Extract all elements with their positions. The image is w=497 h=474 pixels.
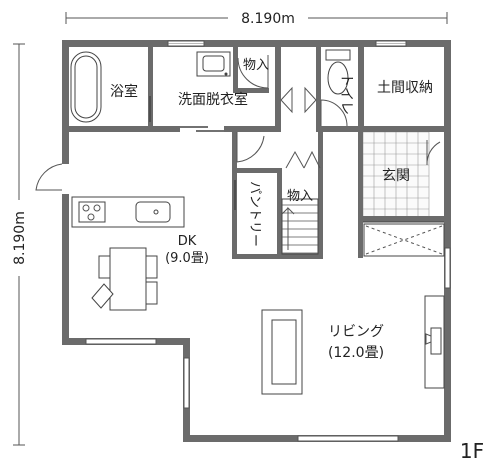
dimension-top: 8.190m: [65, 9, 448, 27]
label-storage2: 物入: [287, 189, 313, 204]
label-living-size: (12.0畳): [328, 345, 384, 361]
staircase: [281, 198, 319, 255]
dining-table: [109, 247, 147, 311]
dining-chair: [145, 255, 158, 279]
door-storage1: [237, 55, 269, 89]
window-living-bottom: [297, 435, 399, 442]
label-earthen-storage: 土間収納: [377, 80, 433, 96]
doors: [35, 55, 441, 210]
window-dk-bottom: [85, 338, 157, 345]
label-dk-size: (9.0畳): [165, 251, 209, 266]
dining-chair: [145, 281, 158, 305]
door-storage2: [285, 150, 321, 169]
label-washroom: 洗面脱衣室: [178, 91, 248, 108]
dimension-left: 8.190m: [10, 43, 28, 446]
dining-chair: [91, 283, 114, 309]
window-living-left: [183, 357, 190, 409]
dimension-top-label: 8.190m: [241, 11, 295, 27]
door-hall: [236, 132, 265, 163]
dining-chair: [98, 255, 111, 279]
windows: [85, 40, 451, 442]
door-toilet: [320, 99, 348, 127]
dimension-left-label: 8.190m: [12, 211, 28, 265]
label-bath: 浴室: [110, 83, 138, 100]
sink: [135, 201, 171, 223]
window-living-right: [444, 247, 451, 289]
door-entrance: [426, 140, 441, 166]
room-labels: 浴室 洗面脱衣室 物入 トイレ 土間収納 玄関 パントリー 物入 DK (9.0…: [110, 58, 433, 361]
floor-label: 1F: [460, 439, 484, 463]
label-toilet: トイレ: [338, 73, 354, 115]
label-living-name: リビング: [328, 324, 384, 340]
toilet-bowl: [327, 61, 349, 95]
closet-doors: [280, 86, 317, 114]
stove: [78, 201, 106, 223]
label-pantry: パントリー: [247, 181, 262, 247]
fixtures: [70, 49, 445, 395]
label-dk-name: DK: [178, 234, 197, 249]
label-storage1: 物入: [243, 58, 269, 73]
door-dk-exterior: [35, 163, 63, 191]
toilet-tank: [325, 49, 351, 61]
label-entrance: 玄関: [382, 167, 410, 184]
